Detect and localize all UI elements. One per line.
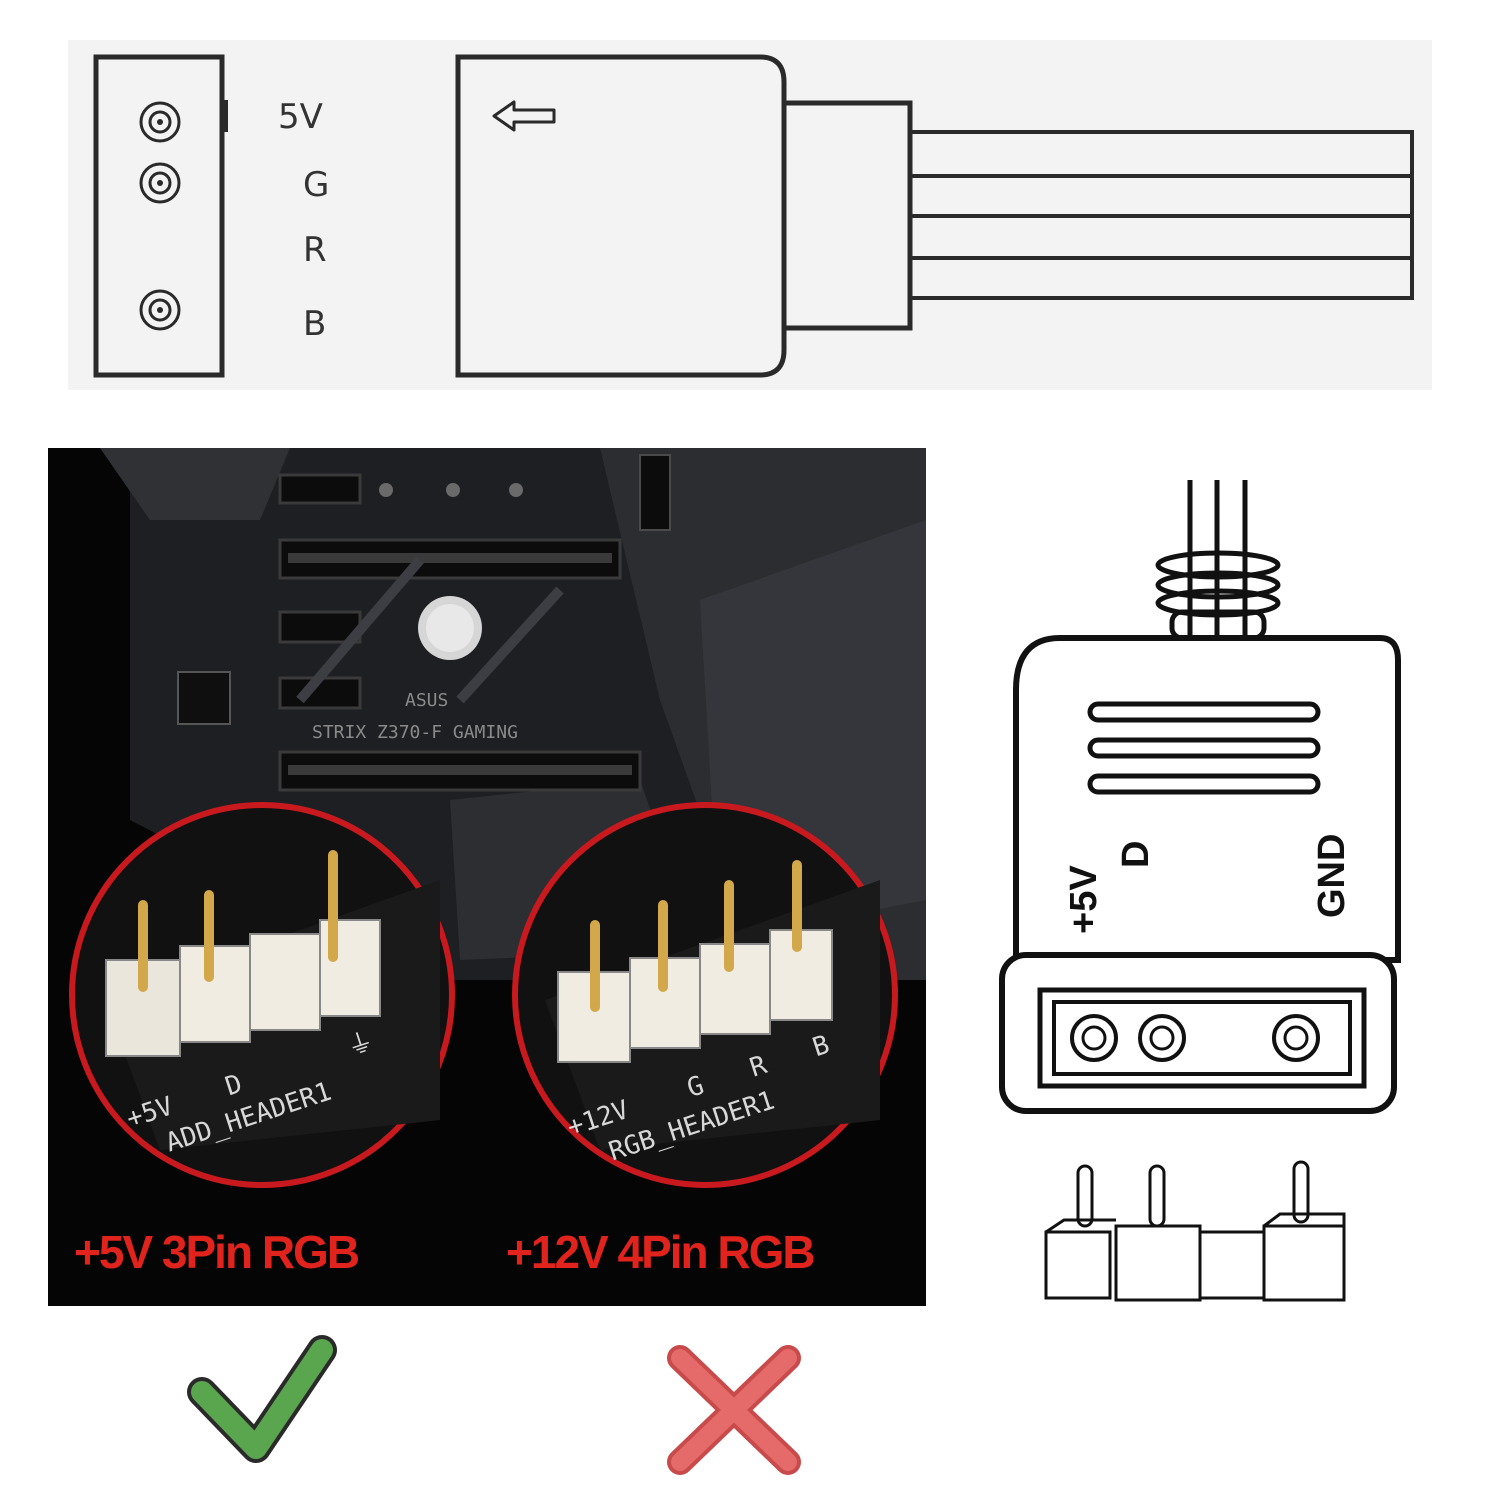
rgb-header-zoom: +12V G R B RGB_HEADER1 xyxy=(512,802,898,1188)
conn-label-d: D xyxy=(1115,841,1157,868)
plug-male xyxy=(455,54,1414,378)
conn-label-5v: +5V xyxy=(1063,865,1105,934)
rgb-header-caption: +12V 4Pin RGB xyxy=(506,1226,814,1278)
arrow-left-icon xyxy=(492,100,556,132)
cross-icon xyxy=(667,1345,801,1475)
header-pins xyxy=(105,850,381,1057)
board-model: STRIX Z370-F GAMING xyxy=(312,722,518,743)
socket-hole xyxy=(139,162,181,204)
add-header-caption: +5V 3Pin RGB xyxy=(74,1226,359,1278)
board-brand: ASUS xyxy=(405,690,448,711)
pin-header xyxy=(1044,1160,1346,1302)
check-icon xyxy=(187,1335,337,1463)
socket-hole xyxy=(139,289,181,331)
pin-label-b: B xyxy=(303,304,326,344)
header-pins xyxy=(557,860,833,1063)
wire-bundle xyxy=(910,130,1414,300)
socket-hole xyxy=(139,101,181,143)
conn-label-gnd: GND xyxy=(1311,834,1353,918)
socket-female xyxy=(93,54,228,378)
add-header-zoom: +5V D ⏚ ADD_HEADER1 xyxy=(69,802,455,1188)
pin-label-g: G xyxy=(303,165,329,205)
pin-label-r: R xyxy=(303,230,327,270)
pin-label-5v: 5V xyxy=(278,97,323,137)
three-pin-connector xyxy=(999,480,1401,1302)
